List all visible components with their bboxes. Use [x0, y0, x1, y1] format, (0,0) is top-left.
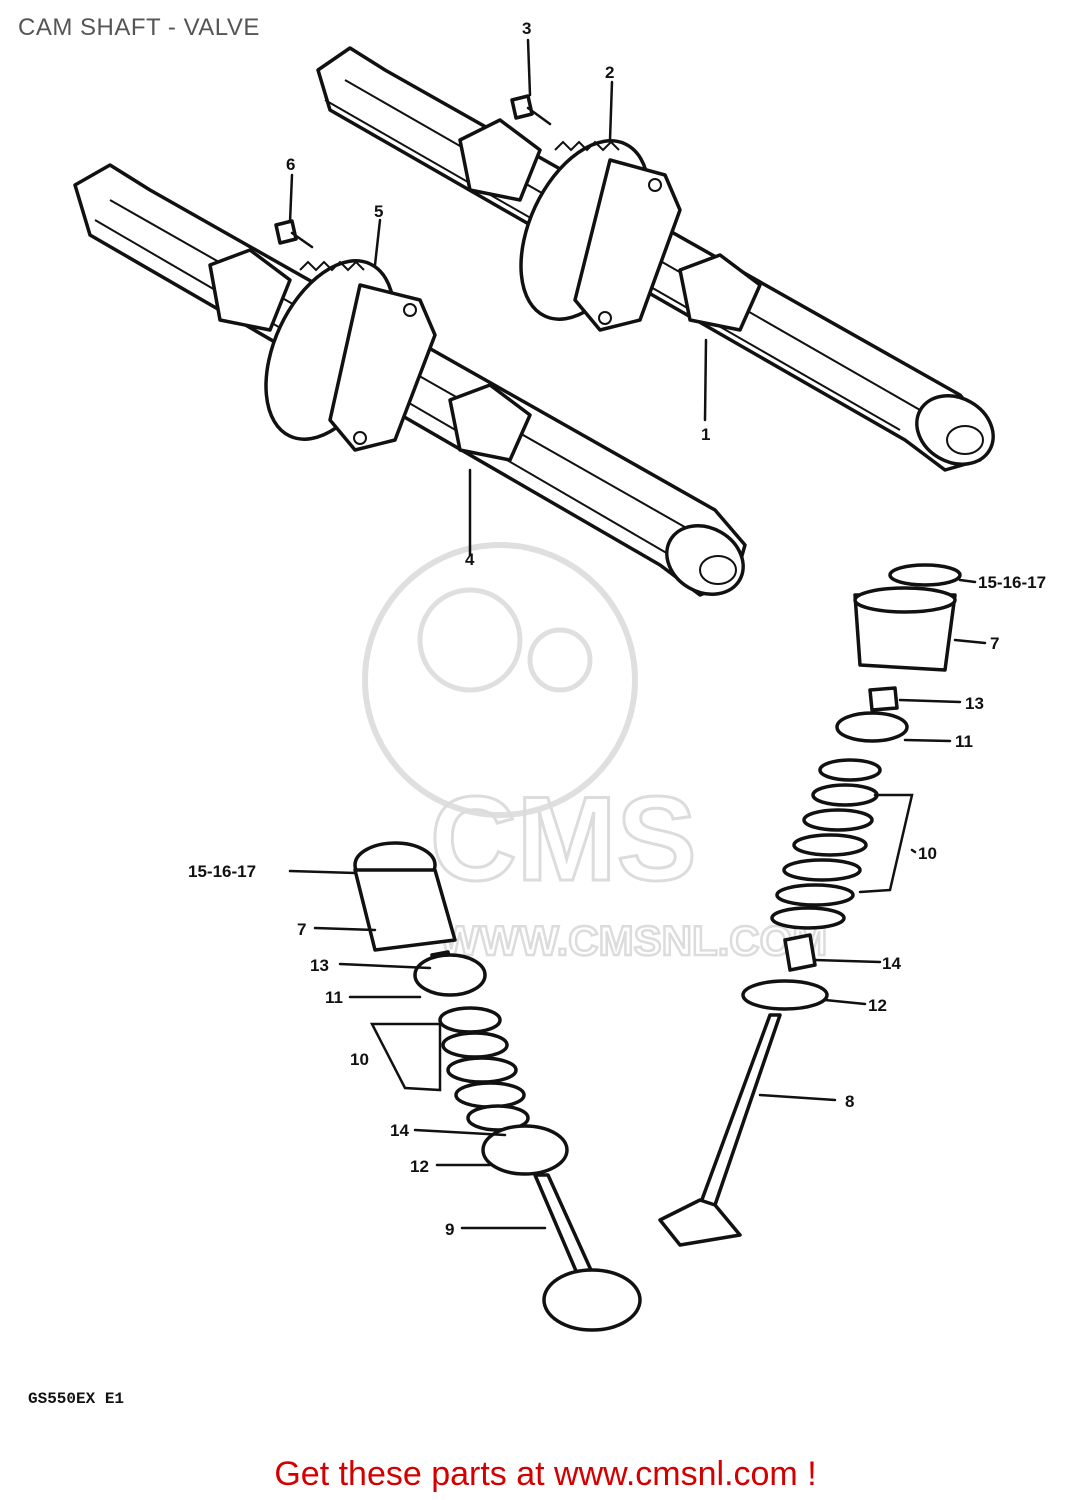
- callout-2: 2: [605, 63, 614, 82]
- callout-3: 3: [522, 19, 531, 38]
- callout-left-9: 9: [445, 1220, 454, 1239]
- left-valve-assembly: [353, 841, 642, 1332]
- callout-right-15-16-17: 15-16-17: [978, 573, 1046, 592]
- retainer-left: [413, 953, 487, 997]
- retainer-right: [835, 711, 909, 743]
- callout-4: 4: [465, 550, 475, 569]
- exhaust-valve-stem: [698, 1013, 782, 1207]
- tappet-left: [353, 868, 457, 952]
- callout-right-13: 13: [965, 694, 984, 713]
- callout-left-12: 12: [410, 1157, 429, 1176]
- cms-watermark-logo: CMS WWW.CMSNL.COM: [362, 542, 829, 965]
- callout-right-11: 11: [955, 732, 973, 751]
- callout-left-13: 13: [310, 956, 329, 975]
- bolt-3: [510, 94, 552, 126]
- footer-link[interactable]: Get these parts at www.cmsnl.com !: [274, 1455, 817, 1493]
- callout-labels: 3 2 6 5 1 4 15-16-17 7 13 11 10 14 12 8 …: [188, 19, 1046, 1239]
- watermark-logo-text: CMS: [430, 772, 697, 906]
- right-valve-assembly: [658, 563, 962, 1247]
- spring-seat-right: [741, 979, 829, 1011]
- shim-right: [888, 563, 962, 587]
- callout-1: 1: [701, 425, 710, 444]
- callout-left-14: 14: [390, 1121, 409, 1140]
- seal-right: [783, 933, 817, 972]
- valve-spring-left: [438, 1006, 530, 1132]
- model-code: GS550EX E1: [28, 1390, 125, 1408]
- callout-6: 6: [286, 155, 295, 174]
- callout-right-7: 7: [990, 634, 999, 653]
- callout-right-12: 12: [868, 996, 887, 1015]
- cotter-right: [868, 686, 899, 712]
- callout-left-15-16-17: 15-16-17: [188, 862, 256, 881]
- cam-sprocket-5: [264, 259, 437, 452]
- callout-left-7: 7: [297, 920, 306, 939]
- exhaust-valve-head: [658, 1198, 742, 1247]
- valve-spring-right: [770, 758, 882, 930]
- cam-sprocket-2: [519, 139, 682, 332]
- bolt-6: [274, 219, 314, 249]
- callout-right-8: 8: [845, 1092, 854, 1111]
- intake-valve-head: [542, 1268, 642, 1332]
- callout-5: 5: [374, 202, 383, 221]
- callout-right-14: 14: [882, 954, 901, 973]
- leader-lines: [288, 38, 987, 1230]
- spring-seat-left: [481, 1124, 569, 1176]
- page-title: CAM SHAFT - VALVE: [18, 14, 260, 41]
- callout-left-11: 11: [325, 988, 343, 1007]
- watermark-url-text: WWW.CMSNL.COM: [440, 917, 827, 964]
- callout-left-10: 10: [350, 1050, 369, 1069]
- callout-right-10: 10: [918, 844, 937, 863]
